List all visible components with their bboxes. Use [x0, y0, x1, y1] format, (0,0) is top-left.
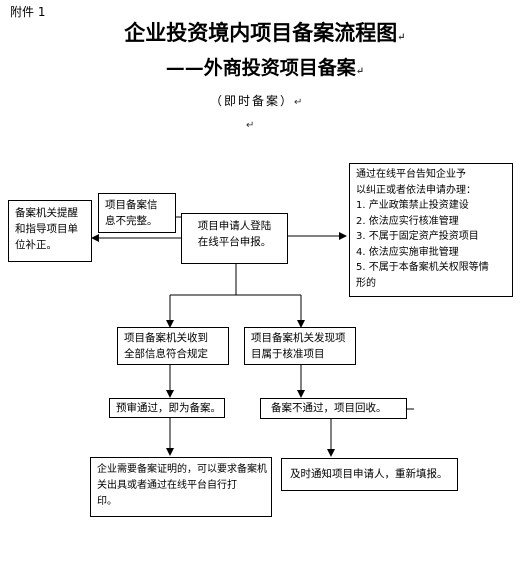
certificate-line: 印。 — [97, 496, 117, 507]
reminder-line: 和指导项目单 — [15, 223, 78, 235]
received-complete-box: 项目备案机关收到 全部信息符合规定 — [117, 327, 229, 365]
info-incomplete-line: 息不完整。 — [105, 215, 158, 227]
applicant-login-line: 项目申请人登陆 — [197, 220, 272, 232]
not-pass-line: 备案不通过，项目回收。 — [271, 402, 387, 414]
found-approval-box: 项目备案机关发现项 目属于核准项目 — [244, 327, 356, 365]
notice-line: 5. 不属于本备案机关权限等情 — [356, 262, 489, 273]
notify-refill-box: 及时通知项目申请人，重新填报。 — [281, 458, 458, 491]
certificate-line: 关出具或者通过在线平台自行打 — [97, 480, 237, 491]
reminder-line: 备案机关提醒 — [15, 207, 78, 219]
certificate-line: 企业需要备案证明的，可以要求备案机 — [97, 464, 267, 475]
pre-pass-line: 预审通过，即为备案。 — [116, 402, 221, 414]
found-line: 项目备案机关发现项 — [251, 332, 346, 344]
reminder-line: 位补正。 — [15, 239, 57, 251]
not-pass-box: 备案不通过，项目回收。 — [260, 398, 407, 419]
notice-line: 形的 — [356, 277, 376, 289]
notify-line: 及时通知项目申请人，重新填报。 — [290, 468, 448, 480]
received-line: 项目备案机关收到 — [124, 332, 208, 344]
instant-filing-note: （即时备案）↵ — [210, 94, 305, 108]
notice-line: 4. 依法应实施审批管理 — [356, 246, 459, 258]
notice-line: 以纠正或者依法申请办理： — [356, 184, 476, 196]
info-incomplete-line: 项目备案信 — [105, 199, 158, 211]
certificate-box: 企业需要备案证明的，可以要求备案机 关出具或者通过在线平台自行打 印。 — [90, 457, 272, 517]
found-line: 目属于核准项目 — [251, 348, 325, 360]
received-line: 全部信息符合规定 — [124, 348, 208, 360]
pre-pass-box: 预审通过，即为备案。 — [109, 398, 225, 418]
notice-line: 1. 产业政策禁止投资建设 — [356, 200, 469, 211]
rejection-notice-box: 通过在线平台告知企业予 以纠正或者依法申请办理： 1. 产业政策禁止投资建设 2… — [349, 163, 513, 297]
attachment-label: 附件 1 — [10, 5, 46, 19]
applicant-login-box: 项目申请人登陆 在线平台申报。 — [181, 213, 288, 264]
notice-line: 通过在线平台告知企业予 — [356, 169, 466, 180]
page-title: 企业投资境内项目备案流程图↵ — [124, 20, 406, 45]
notice-line: 2. 依法应实行核准管理 — [356, 215, 459, 227]
paragraph-mark: ↵ — [246, 120, 255, 131]
info-incomplete-box: 项目备案信 息不完整。 — [98, 193, 176, 233]
notice-line: 3. 不属于固定资产投资项目 — [356, 231, 479, 242]
applicant-login-line: 在线平台申报。 — [197, 236, 272, 248]
reminder-box: 备案机关提醒 和指导项目单 位补正。 — [8, 200, 92, 262]
page-subtitle: ——外商投资项目备案↵ — [165, 57, 365, 79]
